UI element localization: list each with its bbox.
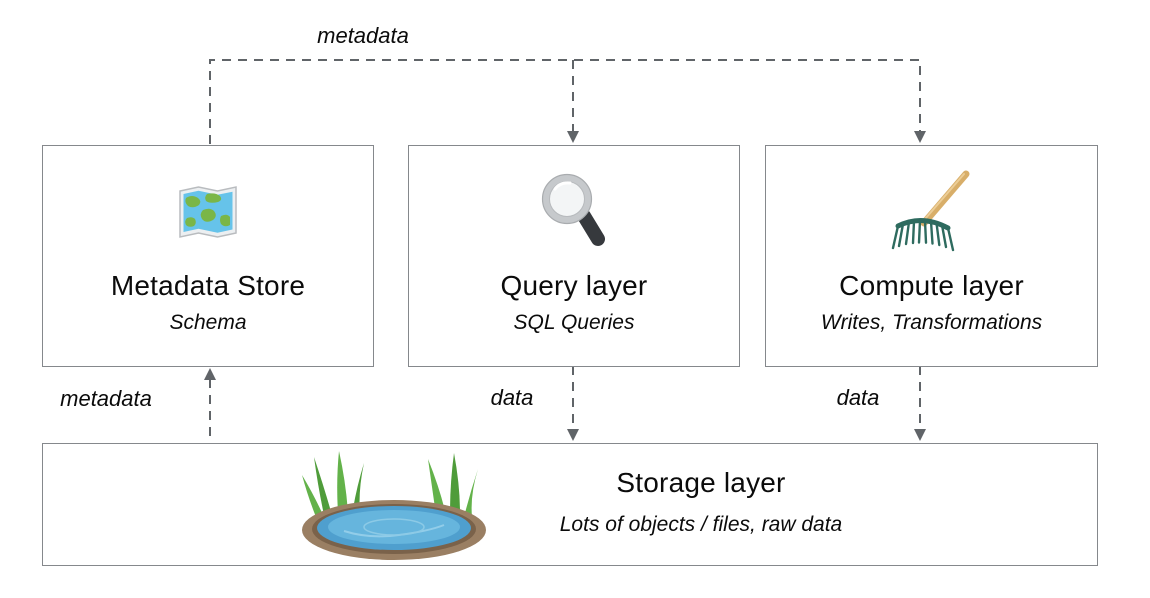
pond-icon	[302, 451, 486, 560]
arrowhead-compute-top	[914, 131, 926, 143]
storage-layer-subtitle: Lots of objects / files, raw data	[559, 513, 843, 536]
query-layer-subtitle: SQL Queries	[513, 311, 635, 334]
storage-layer-title: Storage layer	[616, 467, 786, 498]
compute-layer-subtitle: Writes, Transformations	[820, 311, 1043, 334]
rake-icon	[890, 164, 974, 260]
compute-layer-title: Compute layer	[839, 270, 1024, 301]
edge-label-metadata-left: metadata	[60, 386, 152, 411]
arrowhead-query-storage	[567, 429, 579, 441]
arrowhead-compute-storage	[914, 429, 926, 441]
metadata-distribution-arrow	[209, 59, 921, 144]
node-metadata-store: Metadata Store Schema	[42, 145, 374, 367]
edge-label-compute-data: data	[836, 385, 880, 410]
metadata-store-title: Metadata Store	[110, 270, 306, 301]
edge-label-query-data: data	[490, 385, 534, 410]
edge-label-metadata-top: metadata	[317, 23, 409, 48]
magnifying-glass-icon	[538, 164, 610, 260]
arrowhead-query-top	[567, 131, 579, 143]
metadata-store-subtitle: Schema	[169, 311, 247, 334]
node-storage-layer: Storage layer Lots of objects / files, r…	[42, 443, 1098, 566]
node-compute-layer: Compute layer Writes, Transformations	[765, 145, 1098, 367]
node-query-layer: Query layer SQL Queries	[408, 145, 740, 367]
query-layer-title: Query layer	[500, 270, 648, 301]
world-map-icon	[177, 164, 239, 260]
storage-layer-text: Storage layer Lots of objects / files, r…	[560, 457, 842, 537]
arrowhead-storage-metadata	[204, 368, 216, 380]
